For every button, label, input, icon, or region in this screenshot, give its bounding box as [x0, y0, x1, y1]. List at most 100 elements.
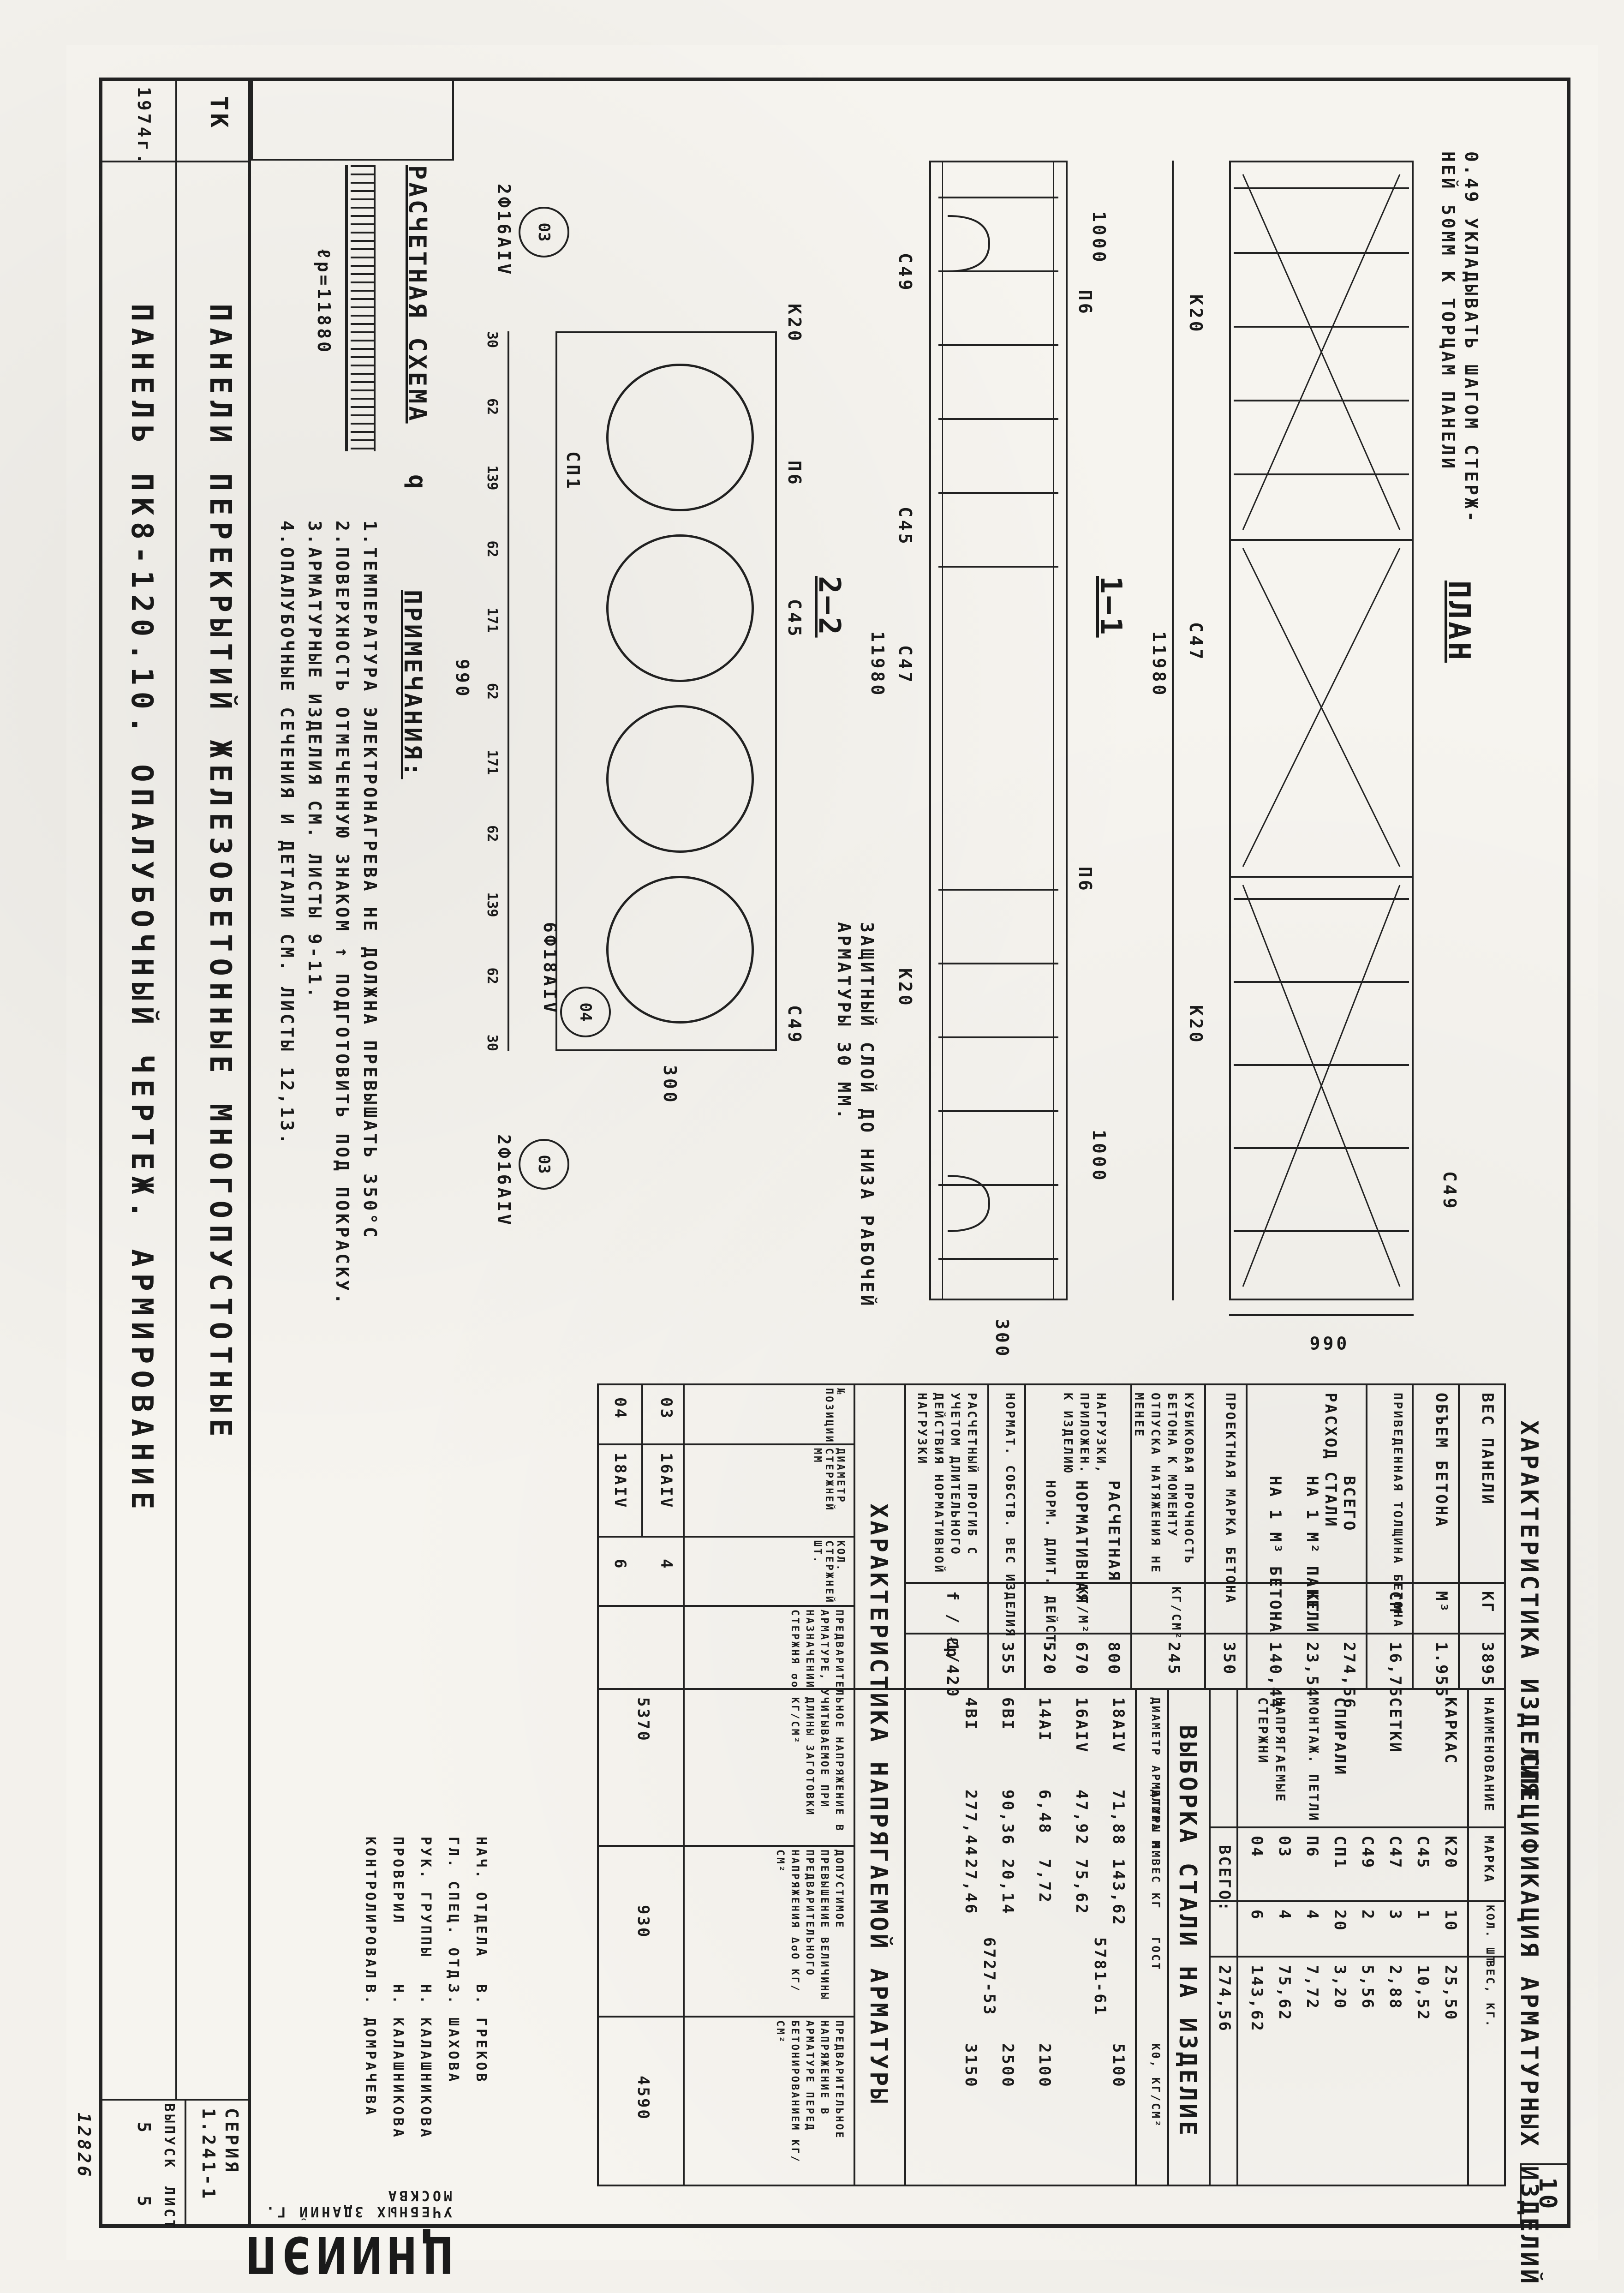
- dim: 62: [484, 967, 500, 984]
- section-2-title: 2—2: [812, 576, 846, 638]
- char-row-value: 245: [1164, 1642, 1183, 1676]
- spec-name: СПИРАЛИ: [1331, 1697, 1349, 1777]
- spec-qty: 10: [1441, 1910, 1460, 1932]
- dim: 62: [484, 398, 500, 415]
- spec-qty: 2: [1358, 1910, 1377, 1921]
- prestress-pos: 03: [657, 1397, 675, 1420]
- section-1-label-p6: П6: [1075, 290, 1095, 317]
- steel-w: 27,46: [961, 1859, 980, 1916]
- issue-value: 5: [134, 2122, 154, 2135]
- spec-weight: 2,88: [1386, 1965, 1404, 2010]
- char-row-name: НОРМ. ДЛИТ. ДЕЙСТ.: [1043, 1480, 1058, 1654]
- prestress-pos: 04: [611, 1397, 629, 1420]
- drawing-rotated: 10 0.49 УКЛАДЫВАТЬ ШАГОМ СТЕРЖ- НЕЙ 50ММ…: [66, 45, 1598, 2287]
- plan-width-dim: 990: [1309, 1333, 1350, 1354]
- prestress-header: ДОПУСТИМОЕ ПРЕВЫШЕНИЕ ВЕЛИЧИНЫ ПРЕДВАРИТ…: [774, 1850, 845, 2001]
- char-row-name: РАСЧЕТНЫЙ ПРОГИБ С УЧЕТОМ ДЛИТЕЛЬНОГО ДЕ…: [915, 1393, 979, 1575]
- row-line: [1135, 1688, 1137, 2186]
- scheme-load-hatch: [351, 165, 376, 451]
- spec-qty: 20: [1331, 1910, 1349, 1932]
- dim: 139: [484, 465, 500, 491]
- note-item: 4.ОПАЛУБОЧНЫЕ СЕЧЕНИЯ И ДЕТАЛИ СМ. ЛИСТЫ…: [277, 521, 297, 1147]
- section-1-title: 1—1: [1093, 576, 1128, 638]
- prestress-table-title: ХАРАКТЕРИСТИКА НАПРЯГАЕМОЙ АРМАТУРЫ: [865, 1503, 892, 2106]
- plan-width-line: [1229, 1314, 1414, 1316]
- spec-header: КОЛ. ШТ: [1484, 1905, 1497, 1965]
- spec-mark: П6: [1303, 1836, 1321, 1858]
- char-row-name: ВЕС ПАНЕЛИ: [1478, 1393, 1497, 1506]
- person-role: РУК. ГРУППЫ: [418, 1837, 434, 1959]
- char-row-value: 23,54: [1303, 1642, 1321, 1699]
- prestress-header: КОЛ. СТЕРЖНЕЙ ШТ.: [812, 1540, 846, 1604]
- prestress-s1: 4590: [634, 2076, 652, 2121]
- scheme-beam: [345, 165, 348, 451]
- section-1-label-c45: С45: [895, 507, 915, 547]
- section-2-label-cn1: СП1: [563, 451, 583, 491]
- plan-length-dim: 11980: [1149, 631, 1169, 698]
- section-1-frames: [938, 197, 1058, 1260]
- steel-len: 47,92: [1072, 1790, 1091, 1846]
- char-group-steel: РАСХОД СТАЛИ: [1321, 1393, 1340, 1528]
- spec-mark: К20: [1441, 1836, 1460, 1870]
- archive-number: 12826: [74, 2113, 94, 2179]
- steel-d: 6ВI: [998, 1697, 1017, 1731]
- person-role: КОНТРОЛИРОВАЛ: [362, 1837, 378, 1981]
- spec-total: 274,56: [1215, 1965, 1234, 2033]
- spec-mark: 04: [1248, 1836, 1266, 1858]
- year: 1974г.: [134, 87, 154, 167]
- prestress-ds: 930: [634, 1905, 652, 1939]
- protective-layer-note: ЗАЩИТНЫЙ СЛОЙ ДО НИЗА РАБОЧЕЙ АРМАТУРЫ 3…: [834, 922, 877, 1309]
- section-1-length: 11980: [867, 631, 888, 698]
- row-line: [1246, 1383, 1248, 1688]
- spec-weight: 143,62: [1248, 1965, 1266, 2033]
- section-1-dim-300: 300: [992, 1319, 1012, 1359]
- section-1-dim-1000: 1000: [1089, 211, 1109, 265]
- col-divider: [597, 2016, 855, 2018]
- spec-name: КАРКАС: [1441, 1697, 1460, 1765]
- steel-w: 7,72: [1035, 1859, 1054, 1904]
- char-row-value: 1.955: [1432, 1642, 1451, 1699]
- steel-k: 2100: [1035, 2043, 1054, 2089]
- spec-name: СЕТКИ: [1386, 1697, 1404, 1754]
- spec-header: ВЕС, КГ.: [1484, 1960, 1497, 2029]
- char-row-name: НОРМАТ. СОБСТВ. ВЕС ИЗДЕЛИЯ: [1003, 1393, 1017, 1638]
- section-1-label-p6: П6: [1075, 867, 1095, 893]
- section-2-total-width: 990: [452, 659, 472, 699]
- section-2-bars-bottom: 2Ф16АIV: [494, 184, 514, 277]
- steel-d: 16АIV: [1072, 1697, 1091, 1754]
- col-divider: [1211, 1956, 1506, 1958]
- spec-mark: С47: [1386, 1836, 1404, 1870]
- prestress-s0: 5370: [634, 1697, 652, 1742]
- row-line: [1366, 1383, 1367, 1688]
- section-1-label-c47: С47: [895, 645, 915, 685]
- plan-label-k20: К20: [1186, 294, 1206, 335]
- plan-label-k20: К20: [1186, 1005, 1206, 1045]
- spec-weight: 25,50: [1441, 1965, 1460, 2022]
- char-row-name: ПРОЕКТНАЯ МАРКА БЕТОНА: [1223, 1393, 1238, 1605]
- position-tag-03: 03: [519, 1139, 569, 1190]
- prestress-header: № ПОЗИЦИИ: [823, 1388, 846, 1444]
- scheme-load: q: [403, 474, 431, 492]
- char-row-value: 355: [998, 1642, 1017, 1676]
- dim: 62: [484, 825, 500, 842]
- char-row-name: КУБИКОВАЯ ПРОЧНОСТЬ БЕТОНА К МОМЕНТУ ОТП…: [1132, 1393, 1195, 1575]
- person-name: В. ГРЕКОВ: [473, 1984, 489, 2084]
- col-divider: [597, 1688, 1506, 1690]
- scheme-span: ℓр=11880: [314, 248, 334, 355]
- scheme-title: РАСЧЕТНАЯ СХЕМА: [403, 165, 431, 424]
- sheet-label: ЛИСТ: [161, 2186, 177, 2231]
- prestress-n: 4: [657, 1559, 675, 1570]
- title-block-line: [175, 78, 177, 161]
- dim: 171: [484, 750, 500, 775]
- person-name: Н. КАЛАШНИКОВА: [418, 1984, 434, 2140]
- steel-len: 71,88: [1109, 1790, 1128, 1846]
- section-2-dim-line: [508, 331, 509, 1051]
- section-2-label-c45: С45: [784, 599, 805, 639]
- row-line: [1204, 1383, 1206, 1688]
- stamp-area: [251, 78, 454, 161]
- org-stamp: ЦНИИЭП УЧЕБНЫХ ЗДАНИЙ Г. МОСКВА: [203, 2113, 461, 2289]
- row-line: [1167, 1688, 1169, 2186]
- plan-mesh-lines: [1234, 174, 1409, 1287]
- plan-label-c49: С49: [1439, 1171, 1460, 1211]
- section-1-label-k20: К20: [895, 968, 915, 1008]
